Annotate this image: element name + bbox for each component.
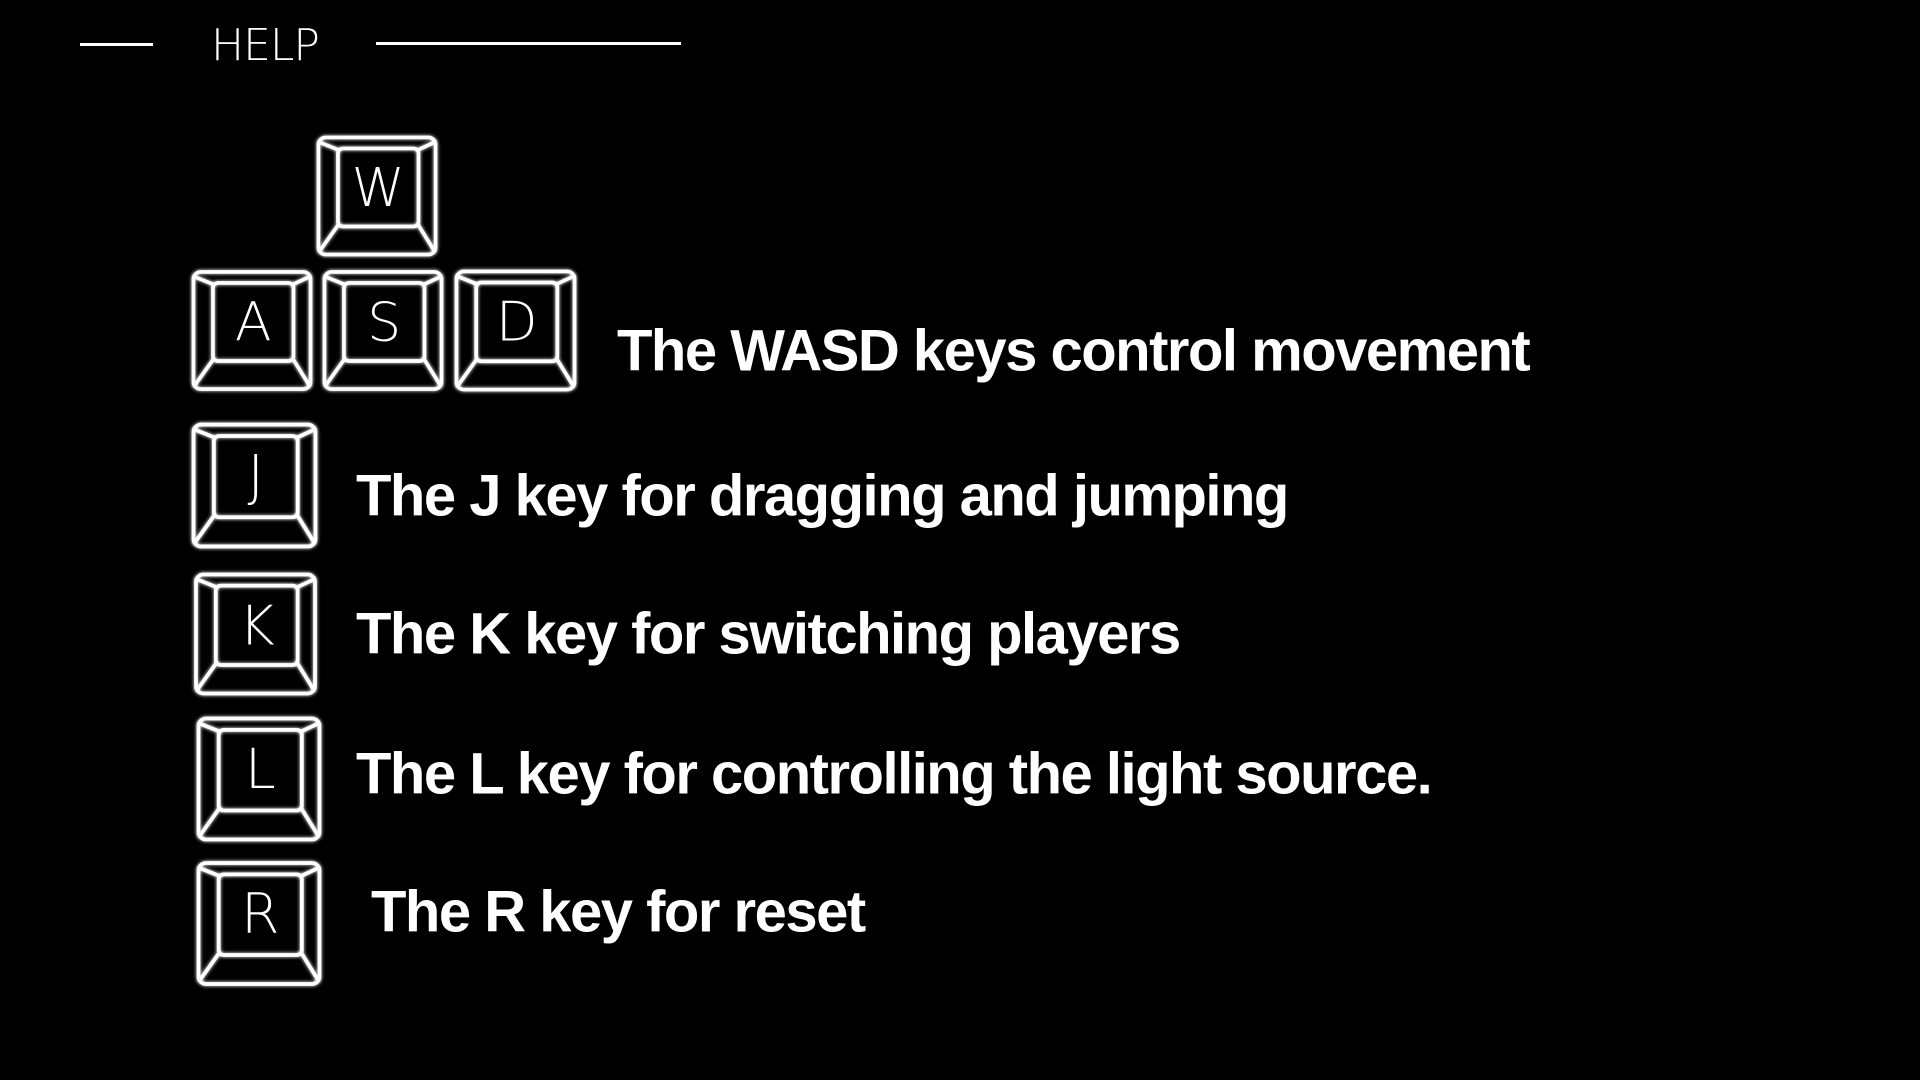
page-title: HELP — [211, 20, 320, 71]
r-key-description: The R key for reset — [371, 879, 866, 945]
key-letter: A — [235, 290, 272, 353]
key-k-icon: K — [193, 572, 318, 696]
key-letter: S — [367, 290, 401, 353]
key-letter: W — [352, 156, 405, 219]
l-key-description: The L key for controlling the light sour… — [356, 741, 1433, 807]
key-w-icon: W — [316, 135, 438, 257]
key-l-icon: L — [196, 716, 322, 842]
k-key-description: The K key for switching players — [356, 601, 1181, 667]
key-letter: R — [241, 883, 280, 947]
key-s-icon: S — [322, 269, 444, 392]
wasd-description: The WASD keys control movement — [617, 318, 1531, 384]
key-d-icon: D — [454, 269, 577, 392]
key-letter: K — [239, 593, 275, 657]
key-letter: J — [248, 444, 264, 509]
key-a-icon: A — [191, 269, 313, 392]
header-rule-left — [80, 43, 153, 46]
header-rule-right — [376, 42, 681, 45]
key-r-icon: R — [196, 860, 322, 987]
key-letter: L — [245, 738, 276, 802]
key-j-icon: J — [191, 422, 318, 549]
key-letter: D — [496, 290, 538, 353]
j-key-description: The J key for dragging and jumping — [356, 463, 1289, 529]
